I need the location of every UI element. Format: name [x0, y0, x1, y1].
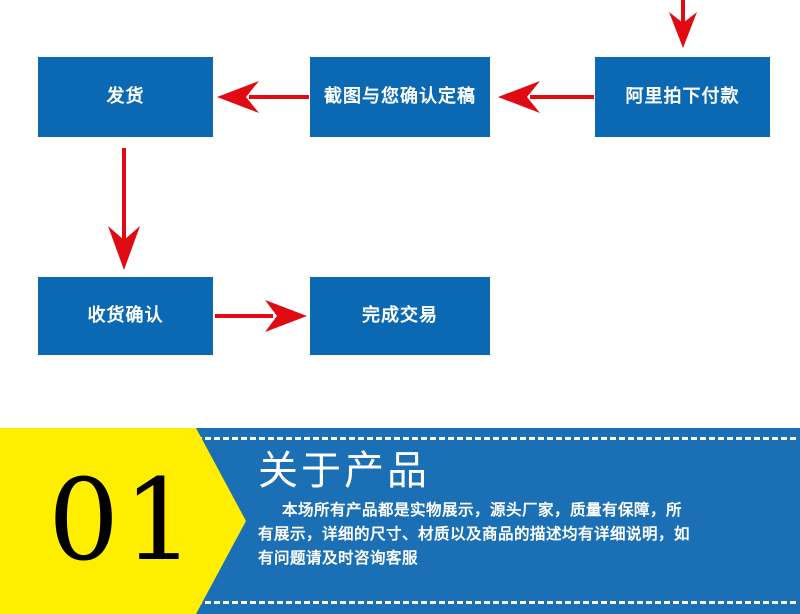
banner-heading: 关于产品	[258, 448, 430, 494]
arrow-down-icon	[669, 0, 697, 48]
banner-dashed-divider-bottom	[196, 601, 796, 604]
banner-dashed-divider-top	[196, 437, 796, 440]
flow-box-label: 发货	[106, 86, 145, 107]
banner-text-block: 关于产品 本场所有产品都是实物展示，源头厂家，质量有保障，所有展示，详细的尺寸、…	[258, 450, 778, 570]
arrow-right-icon	[215, 300, 307, 332]
flow-box-jietu: 截图与您确认定稿	[310, 57, 490, 137]
flow-box-label: 截图与您确认定稿	[324, 86, 476, 107]
flow-box-wancheng: 完成交易	[310, 277, 490, 355]
section-number: 01	[48, 456, 199, 586]
banner-description: 本场所有产品都是实物展示，源头厂家，质量有保障，所有展示，详细的尺寸、材质以及商…	[258, 501, 691, 568]
section-number-badge: 01	[0, 428, 246, 614]
flow-box-shouhuo: 收货确认	[38, 277, 213, 355]
flow-box-fahuo: 发货	[38, 57, 213, 137]
flow-box-alipay: 阿里拍下付款	[595, 57, 770, 137]
arrow-left-icon	[498, 81, 594, 113]
flow-box-label: 完成交易	[362, 305, 438, 326]
arrow-left-icon	[217, 81, 309, 113]
flow-box-label: 收货确认	[87, 305, 164, 326]
flow-box-label: 阿里拍下付款	[625, 86, 740, 107]
arrow-down-icon	[108, 148, 140, 270]
about-product-banner: 01 关于产品 本场所有产品都是实物展示，源头厂家，质量有保障，所有展示，详细的…	[0, 428, 800, 614]
